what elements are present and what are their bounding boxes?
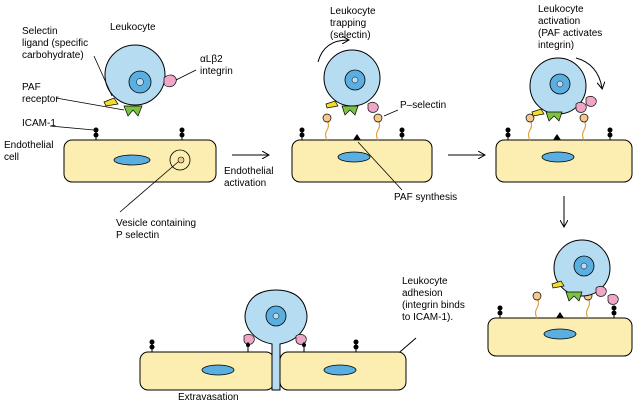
integrin-icon	[607, 294, 619, 305]
label-leukocyte-adhesion: adhesion	[402, 288, 443, 299]
p-selectin-head	[373, 113, 383, 123]
p-selectin-head	[579, 113, 589, 123]
rotation-arrow	[575, 57, 602, 88]
icam-marker	[299, 127, 305, 140]
label-leukocyte-activation: activation	[538, 16, 580, 27]
p-selectin-head	[532, 291, 542, 301]
endothelial-nucleus	[201, 364, 235, 376]
icam-marker	[93, 127, 99, 140]
label-selectin-ligand: Selectin	[22, 26, 58, 37]
icam-marker	[302, 342, 306, 352]
vesicle-p-selectin	[177, 156, 185, 164]
label-endothelial-activation: activation	[224, 178, 266, 189]
paf-receptor-icon	[565, 291, 583, 302]
label-endothelial-cell: cell	[4, 152, 19, 163]
extravasating-leukocyte	[244, 289, 308, 391]
label-paf-synthesis: PAF synthesis	[394, 192, 457, 203]
endothelial-nucleus	[541, 151, 575, 163]
label-paf-receptor: PAF	[22, 82, 41, 93]
p-selectin-stalk	[527, 119, 533, 141]
label-leukocyte-adhesion: Leukocyte	[402, 276, 448, 287]
p-selectin-stalk	[324, 119, 330, 141]
paf-receptor-icon	[545, 111, 563, 122]
label-leukocyte-adhesion: (integrin binds	[402, 300, 465, 311]
icam-marker	[353, 339, 359, 352]
paf-receptor-icon	[341, 105, 359, 116]
icam-marker	[497, 305, 503, 318]
integrin-icon	[243, 334, 255, 345]
selectin-ligand-icon	[325, 100, 339, 109]
panel-leukocyte-activation: Leukocyte activation (PAF activates inte…	[495, 4, 633, 183]
paf-triangle	[353, 134, 361, 140]
endothelial-nucleus	[543, 328, 577, 340]
selectin-ligand-icon	[531, 108, 545, 117]
label-icam: ICAM-1	[22, 118, 56, 129]
label-extravasation: Extravasation	[178, 392, 239, 403]
panel-adhesion: Leukocyte adhesion (integrin binds to IC…	[402, 239, 633, 357]
p-selectin-stalk	[534, 297, 540, 319]
label-leukocyte-trapping: (selectin)	[330, 30, 371, 41]
integrin-icon	[367, 102, 379, 113]
paf-triangle	[553, 134, 561, 140]
paf-receptor-icon	[123, 105, 143, 117]
icam-marker	[246, 342, 250, 352]
label-integrin: αLβ2	[200, 54, 223, 65]
endothelial-nucleus	[113, 154, 151, 166]
label-leukocyte-activation: integrin)	[538, 40, 574, 51]
icam-marker	[611, 305, 617, 318]
label-leukocyte-activation: Leukocyte	[538, 4, 584, 15]
paf-triangle	[556, 312, 564, 318]
icam-marker	[179, 127, 185, 140]
label-leukocyte: Leukocyte	[110, 22, 156, 33]
label-paf-receptor: receptor	[22, 94, 59, 105]
label-integrin: integrin	[200, 66, 233, 77]
selectin-ligand-icon	[551, 280, 565, 289]
label-vesicle: P selectin	[116, 230, 159, 241]
endothelial-nucleus	[337, 151, 371, 163]
integrin-icon	[295, 334, 307, 345]
panel-extravasation: Extravasation	[139, 289, 407, 403]
label-vesicle: Vesicle containing	[116, 218, 196, 229]
label-leukocyte-trapping: Leukocyte	[330, 6, 376, 17]
label-endothelial-activation: Endothelial	[224, 166, 273, 177]
selectin-ligand-icon	[103, 97, 119, 107]
integrin-icon	[595, 286, 607, 297]
label-p-selectin: P–selectin	[400, 100, 446, 111]
rotation-arrow	[317, 40, 348, 63]
p-selectin-head	[525, 113, 535, 123]
label-selectin-ligand: ligand (specific	[22, 38, 88, 49]
p-selectin-head	[322, 113, 332, 123]
panel-trapping: Leukocyte trapping (selectin) P–selectin…	[291, 6, 457, 203]
label-leukocyte-activation: (PAF activates	[538, 28, 602, 39]
p-selectin-stalk	[375, 119, 381, 141]
icam-marker	[399, 127, 405, 140]
integrin-icon	[585, 96, 597, 107]
icam-marker	[149, 339, 155, 352]
p-selectin-stalk	[585, 297, 591, 319]
label-endothelial-cell: Endothelial	[4, 140, 53, 151]
icam-marker	[607, 127, 613, 140]
panel-resting: Leukocyte Selectin ligand (specific carb…	[4, 22, 233, 241]
integrin-icon	[163, 74, 177, 88]
icam-marker	[505, 127, 511, 140]
label-leukocyte-trapping: trapping	[330, 18, 366, 29]
endothelial-nucleus	[323, 364, 357, 376]
label-selectin-ligand: carbohydrate)	[22, 50, 84, 61]
p-selectin-stalk	[581, 119, 587, 141]
label-leukocyte-adhesion: to ICAM-1).	[402, 312, 453, 323]
integrin-icon	[575, 102, 587, 113]
